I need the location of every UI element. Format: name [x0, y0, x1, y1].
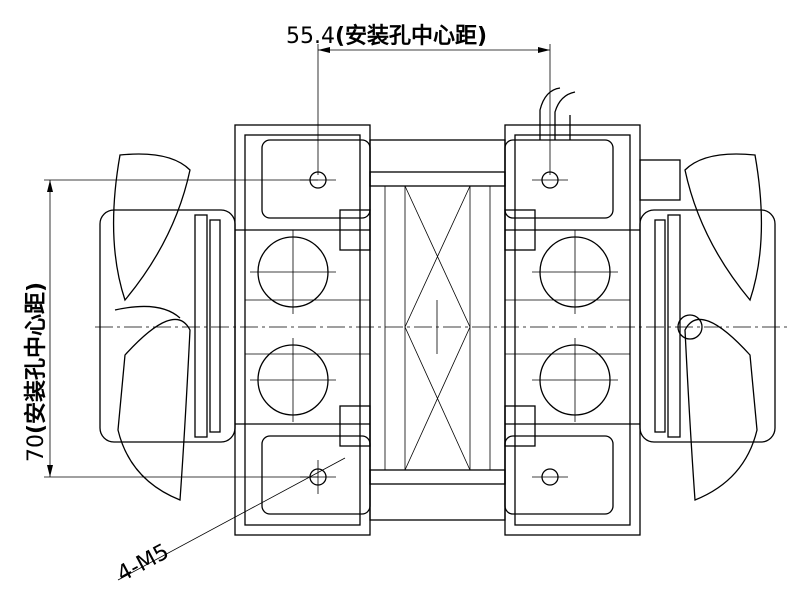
vertical-dimension-note: (安装孔中心距) [23, 282, 49, 434]
mounting-holes [300, 171, 568, 494]
thread-callout-text: 4-M5 [113, 539, 173, 587]
large-holes [250, 230, 618, 422]
vertical-dimension-value: 70 [24, 434, 49, 462]
horizontal-dimension-value: 55.4 [286, 24, 335, 49]
horizontal-dimension: 55.4(安装孔中心距) [286, 23, 551, 175]
svg-text:55.4(安装孔中心距): 55.4(安装孔中心距) [286, 23, 487, 49]
center-coil [369, 139, 506, 521]
right-fan [639, 153, 776, 501]
horizontal-dimension-note: (安装孔中心距) [335, 23, 487, 49]
left-bracket [234, 124, 371, 536]
vertical-dimension: 70(安装孔中心距) [23, 179, 318, 478]
svg-text:70(安装孔中心距): 70(安装孔中心距) [23, 282, 49, 462]
lead-wires [539, 87, 576, 140]
right-bracket [504, 124, 641, 536]
left-fan [99, 153, 236, 501]
